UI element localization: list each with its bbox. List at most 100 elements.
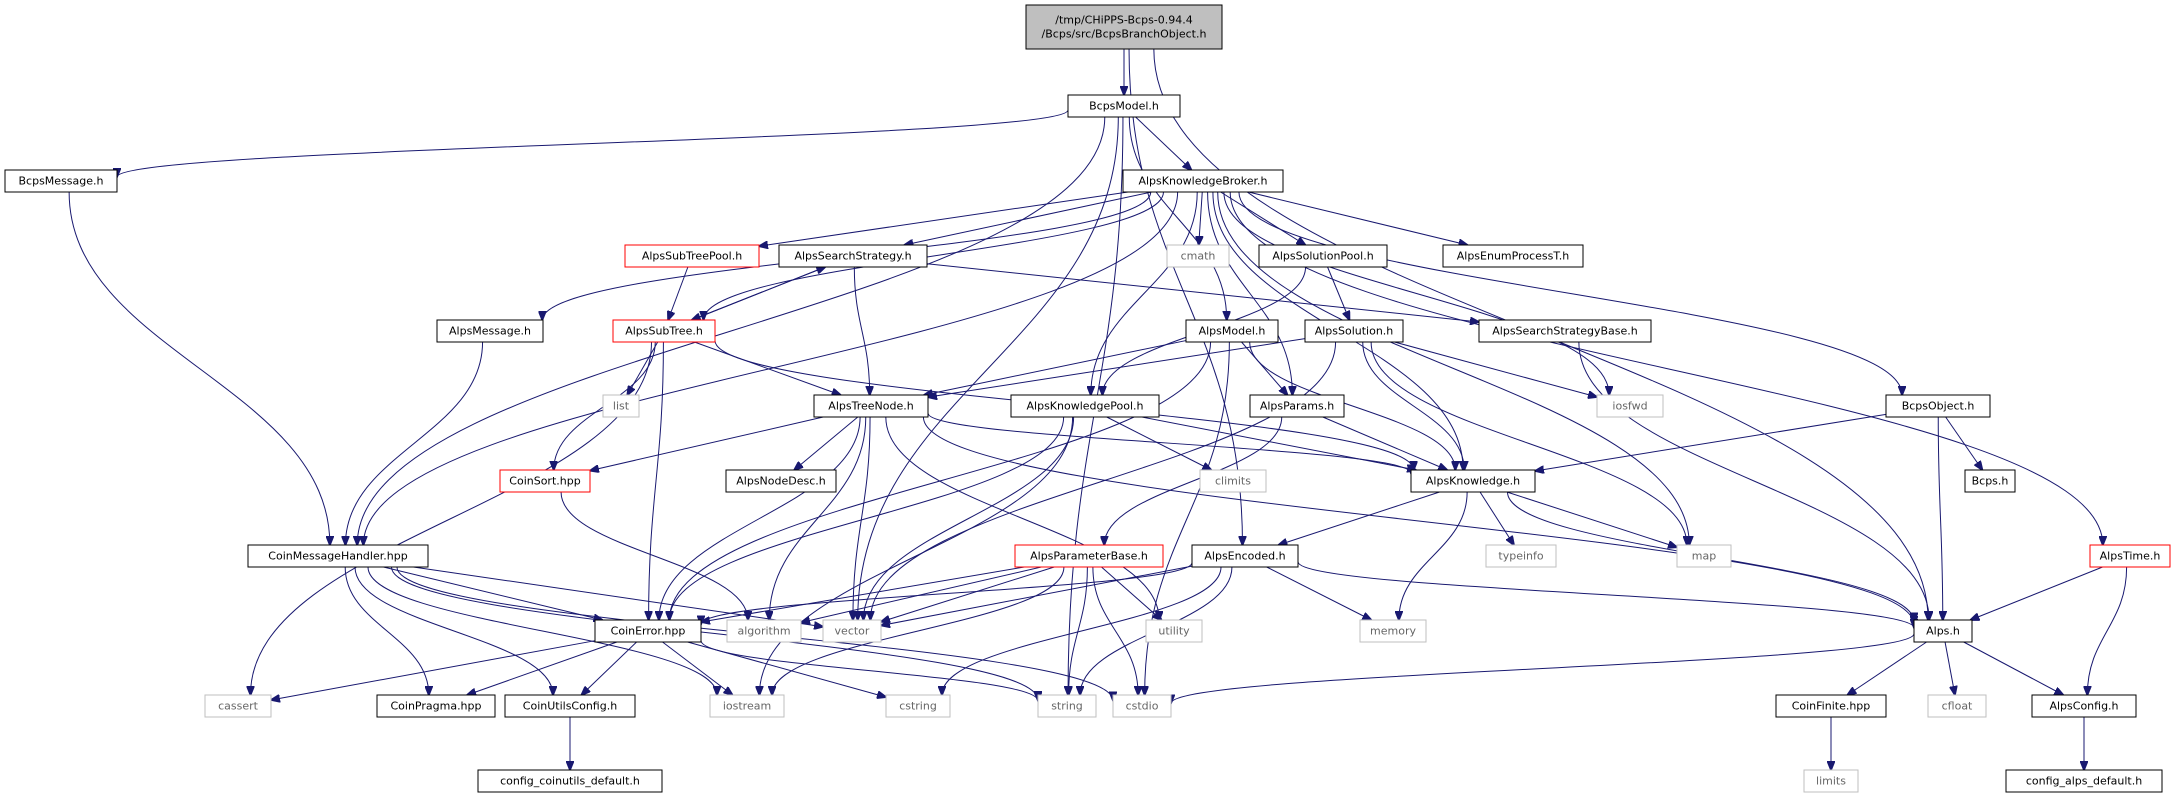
node-coinsort[interactable]: CoinSort.hpp [499, 469, 591, 493]
node-bcpsmessage[interactable]: BcpsMessage.h [4, 169, 118, 193]
node-alpsconfig[interactable]: AlpsConfig.h [2031, 694, 2137, 718]
node-alpsmessage[interactable]: AlpsMessage.h [436, 319, 544, 343]
edge-AlpsTreeNode-to-vector [853, 416, 871, 620]
node-alpssolutionpool[interactable]: AlpsSolutionPool.h [1258, 244, 1388, 268]
node-alpsknowledgebroker[interactable]: AlpsKnowledgeBroker.h [1122, 169, 1284, 193]
node-label: /Bcps/src/BcpsBranchObject.h [1042, 28, 1207, 41]
node-alpsknowledgepool[interactable]: AlpsKnowledgePool.h [1010, 394, 1160, 418]
edge-AlpsKnowledgePool-to-climits [1106, 416, 1212, 470]
edge-BcpsModel-to-AlpsKnowledgeBroker [1135, 116, 1192, 170]
node-label: climits [1215, 475, 1251, 488]
edge-BcpsModel-to-BcpsMessage [117, 109, 1069, 177]
node-coinerror[interactable]: CoinError.hpp [594, 619, 702, 643]
node-box [1166, 244, 1230, 268]
node-bcpsobject[interactable]: BcpsObject.h [1885, 394, 1991, 418]
edge-AlpsSolution-to-map [1370, 341, 1687, 545]
node-box [1442, 244, 1584, 268]
node-label: iosfwd [1612, 400, 1647, 413]
edge-CoinMessageHandler-to-CoinUtilsConfig [354, 566, 553, 695]
node-label: map [1692, 550, 1716, 563]
node-box [822, 619, 882, 643]
edge-AlpsParameterBase-to-string [1069, 566, 1088, 695]
edge-AlpsParameterBase-to-CoinError [701, 566, 1025, 622]
edge-AlpsKnowledgeBroker-to-AlpsSolutionPool [1220, 191, 1306, 245]
node-box [1410, 469, 1536, 493]
node-label: config_alps_default.h [2026, 775, 2142, 788]
node-config-alps-default[interactable]: config_alps_default.h [2005, 769, 2163, 793]
node-alpstime[interactable]: AlpsTime.h [2089, 544, 2171, 568]
node-label: limits [1816, 775, 1846, 788]
node-box [1885, 394, 1991, 418]
edge-CoinError-to-CoinPragma [467, 641, 618, 695]
edge-AlpsEncoded-to-CoinError [701, 562, 1193, 625]
edge-root-to-AlpsEncoded [1128, 48, 1242, 545]
edge-Alps-to-cfloat [1944, 641, 1955, 695]
edge-AlpsKnowledgeBroker-to-AlpsEnumProcessT [1248, 191, 1467, 245]
node-alpsmodel[interactable]: AlpsModel.h [1185, 319, 1279, 343]
node-label: BcpsMessage.h [19, 175, 104, 188]
node-label: AlpsParams.h [1260, 400, 1334, 413]
edge-AlpsSubTree-to-list [627, 341, 659, 395]
node-box [1913, 619, 1973, 643]
edge-AlpsParameterBase-to-vector [881, 566, 1055, 622]
node-box [594, 619, 702, 643]
node-box [726, 619, 802, 643]
node-climits: climits [1199, 469, 1267, 493]
node-alpsparameterbase[interactable]: AlpsParameterBase.h [1014, 544, 1164, 568]
node-alpssearchstrategy[interactable]: AlpsSearchStrategy.h [778, 244, 928, 268]
node-cstdio: cstdio [1112, 694, 1172, 718]
node-alpsenumprocesst[interactable]: AlpsEnumProcessT.h [1442, 244, 1584, 268]
edge-AlpsKnowledgeBroker-to-AlpsKnowledgePool [1091, 191, 1198, 395]
node-box [1145, 619, 1203, 643]
node-coinfinite[interactable]: CoinFinite.hpp [1775, 694, 1887, 718]
edge-AlpsKnowledgeBroker-to-AlpsParams [1207, 191, 1293, 395]
edge-AlpsTreeNode-to-AlpsKnowledge [927, 412, 1411, 473]
node-alpstreenode[interactable]: AlpsTreeNode.h [813, 394, 929, 418]
node-box [602, 394, 640, 418]
node-alpsparams[interactable]: AlpsParams.h [1249, 394, 1345, 418]
node-config-coinutils-default[interactable]: config_coinutils_default.h [477, 769, 663, 793]
node-alpsknowledge[interactable]: AlpsKnowledge.h [1410, 469, 1536, 493]
edge-AlpsSearchStrategy-to-AlpsSearchStrategyBase [926, 263, 1479, 322]
edge-BcpsObject-to-AlpsKnowledge [1535, 413, 1887, 471]
node-box [624, 244, 760, 268]
node-box [1304, 319, 1404, 343]
node-map: map [1676, 544, 1732, 568]
node-alpssubtree[interactable]: AlpsSubTree.h [612, 319, 716, 343]
node-box [1112, 694, 1172, 718]
node-label: AlpsMessage.h [449, 325, 531, 338]
node-coinutilsconfig[interactable]: CoinUtilsConfig.h [504, 694, 636, 718]
edge-AlpsEncoded-to-Alps [1297, 561, 1914, 628]
node-bcpsmodel[interactable]: BcpsModel.h [1067, 94, 1181, 118]
node-box [725, 469, 837, 493]
node-root[interactable]: /tmp/CHiPPS-Bcps-0.94.4/Bcps/src/BcpsBra… [1025, 4, 1223, 50]
edge-AlpsSolution-to-AlpsTreeNode [928, 338, 1306, 398]
node-alpsencoded[interactable]: AlpsEncoded.h [1191, 544, 1299, 568]
node-label: AlpsParameterBase.h [1030, 550, 1148, 563]
node-bcps[interactable]: Bcps.h [1964, 469, 2016, 493]
edge-AlpsKnowledgeBroker-to-AlpsSubTreePool [759, 191, 1129, 246]
node-label: BcpsObject.h [1902, 400, 1975, 413]
node-box [499, 469, 591, 493]
node-alpssolution[interactable]: AlpsSolution.h [1304, 319, 1404, 343]
node-alpssubtreepool[interactable]: AlpsSubTreePool.h [624, 244, 760, 268]
node-alpssearchstrategybase[interactable]: AlpsSearchStrategyBase.h [1478, 319, 1652, 343]
edge-AlpsEncoded-to-cstring [942, 566, 1222, 695]
node-label: typeinfo [1498, 550, 1543, 563]
node-layer: /tmp/CHiPPS-Bcps-0.94.4/Bcps/src/BcpsBra… [4, 4, 2171, 793]
node-coinmessagehandler[interactable]: CoinMessageHandler.hpp [247, 544, 429, 568]
node-box [247, 544, 429, 568]
edge-AlpsModel-to-AlpsTreeNode [924, 340, 1187, 395]
edge-AlpsKnowledgeBroker-to-map [1217, 191, 1690, 545]
edge-BcpsObject-to-Bcps [1945, 416, 1983, 470]
node-label: AlpsConfig.h [2049, 700, 2118, 713]
node-box [1485, 544, 1557, 568]
node-iostream: iostream [709, 694, 785, 718]
node-coinpragma[interactable]: CoinPragma.hpp [376, 694, 496, 718]
node-alpsnodedesc[interactable]: AlpsNodeDesc.h [725, 469, 837, 493]
node-box [1803, 769, 1859, 793]
node-box [612, 319, 716, 343]
node-label: memory [1370, 625, 1416, 638]
node-alps[interactable]: Alps.h [1913, 619, 1973, 643]
